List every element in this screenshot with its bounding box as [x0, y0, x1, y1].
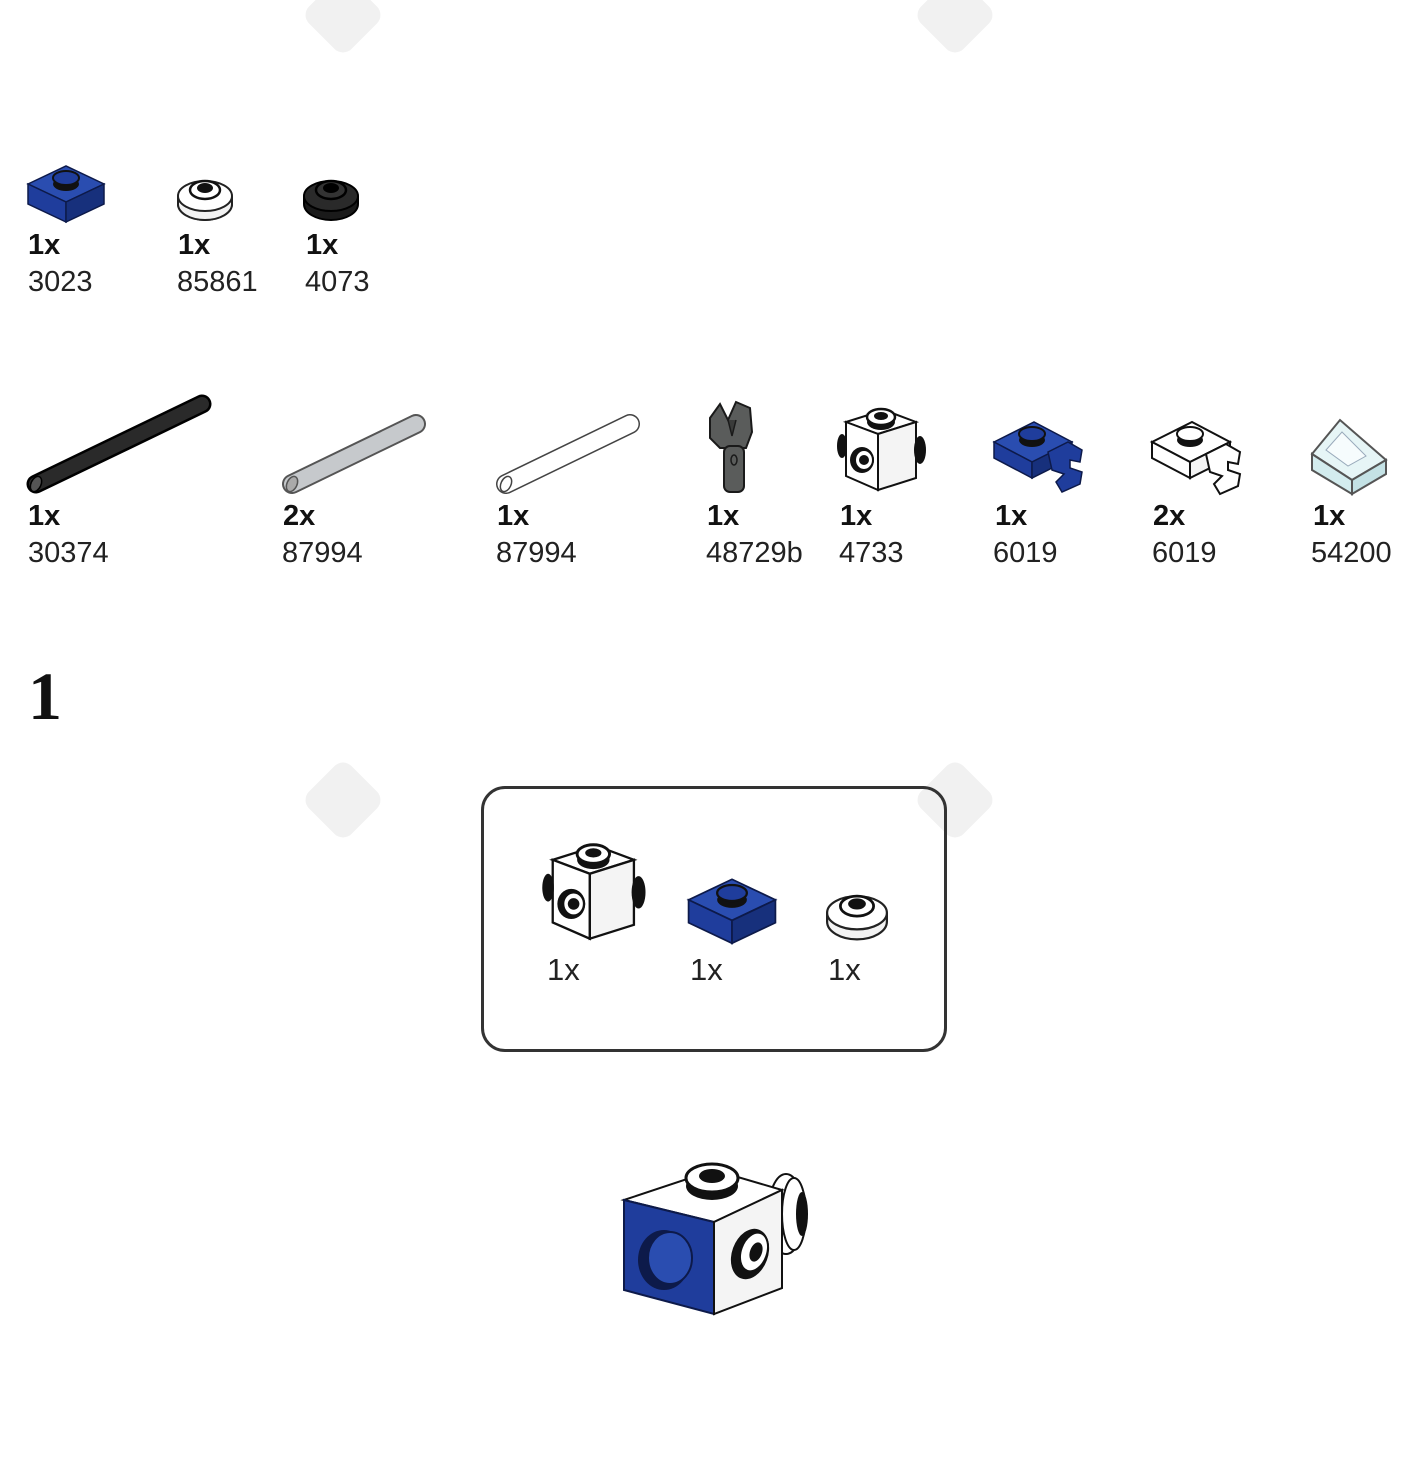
trans-clear-slope-icon [1306, 414, 1392, 498]
blue-plate-with-clip-icon [990, 412, 1086, 494]
part-number: 87994 [282, 537, 363, 569]
part-number: 48729b [706, 537, 803, 569]
assembled-brick-icon [618, 1150, 814, 1324]
part-quantity: 1x [28, 229, 61, 261]
white-brick-with-studs-icon [832, 398, 926, 498]
white-round-plate-icon [174, 170, 236, 226]
callout-part-quantity: 1x [690, 952, 723, 987]
part-quantity: 1x [840, 500, 873, 532]
part-number: 3023 [28, 266, 93, 298]
parts-callout-box [481, 786, 947, 1052]
watermark-logo-icon [917, 762, 993, 838]
dark-gray-clip-icon [702, 398, 762, 498]
white-round-plate-icon [822, 884, 892, 946]
step-number: 1 [28, 658, 62, 734]
part-quantity: 1x [1313, 500, 1346, 532]
blue-plate-1x1-icon [684, 870, 780, 948]
part-quantity: 1x [28, 500, 61, 532]
black-round-plate-icon [300, 170, 362, 226]
watermark-logo-icon [305, 0, 381, 53]
part-quantity: 1x [497, 500, 530, 532]
part-number: 30374 [28, 537, 109, 569]
callout-part-quantity: 1x [828, 952, 861, 987]
part-quantity: 2x [283, 500, 316, 532]
part-number: 85861 [177, 266, 258, 298]
part-quantity: 1x [178, 229, 211, 261]
part-number: 54200 [1311, 537, 1392, 569]
watermark-logo-icon [917, 0, 993, 53]
blue-plate-1x1-icon [24, 158, 108, 226]
white-plate-with-clip-icon [1148, 412, 1244, 496]
part-number: 4733 [839, 537, 904, 569]
part-quantity: 1x [707, 500, 740, 532]
watermark-logo-icon [305, 762, 381, 838]
part-quantity: 2x [1153, 500, 1186, 532]
part-number: 6019 [1152, 537, 1217, 569]
white-brick-with-studs-icon [536, 832, 646, 948]
black-bar-icon [24, 392, 214, 496]
part-number: 6019 [993, 537, 1058, 569]
part-quantity: 1x [306, 229, 339, 261]
part-quantity: 1x [995, 500, 1028, 532]
white-bar-icon [494, 410, 642, 496]
callout-part-quantity: 1x [547, 952, 580, 987]
part-number: 87994 [496, 537, 577, 569]
part-number: 4073 [305, 266, 370, 298]
gray-bar-icon [280, 410, 428, 496]
